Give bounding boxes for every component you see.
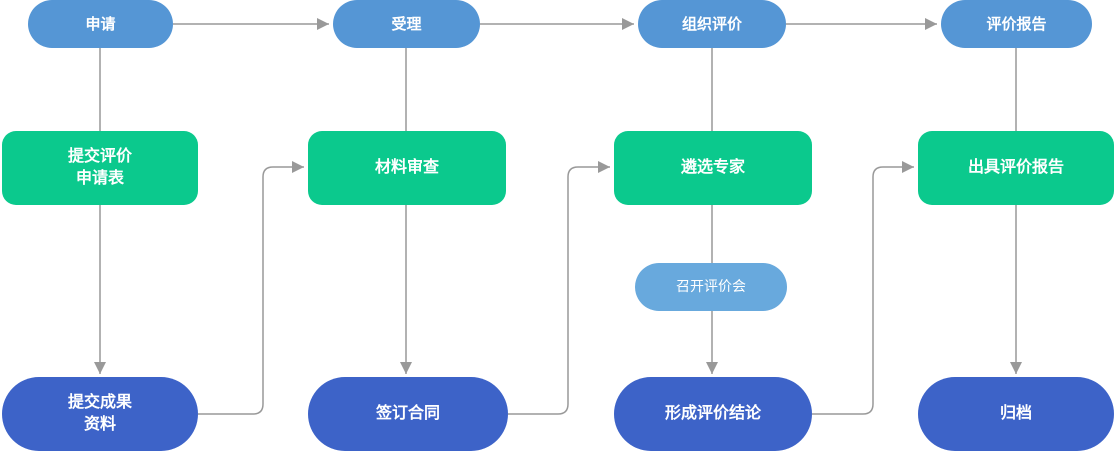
process-box-select-experts: 遴选专家 — [614, 131, 812, 205]
connector-sign-contract-to-select-experts — [508, 161, 610, 415]
result-pill-submit-results-material: 提交成果 资料 — [2, 377, 198, 451]
process-box-submit-application-form: 提交评价 申请表 — [2, 131, 198, 205]
stage-pill-accept: 受理 — [333, 0, 480, 48]
process-box-issue-evaluation-report: 出具评价报告 — [918, 131, 1114, 205]
result-pill-archive: 归档 — [918, 377, 1114, 451]
stage-pill-apply: 申请 — [28, 0, 173, 48]
connector-conclusion-to-issue-report — [812, 161, 914, 415]
process-box-material-review: 材料审查 — [308, 131, 506, 205]
stage-pill-organize-evaluation: 组织评价 — [638, 0, 786, 48]
result-pill-form-evaluation-conclusion: 形成评价结论 — [614, 377, 812, 451]
result-pill-sign-contract: 签订合同 — [308, 377, 508, 451]
connector-submit-results-to-material-review — [198, 161, 304, 415]
stage-pill-evaluation-report: 评价报告 — [941, 0, 1092, 48]
substep-pill-hold-evaluation-meeting: 召开评价会 — [635, 263, 787, 311]
